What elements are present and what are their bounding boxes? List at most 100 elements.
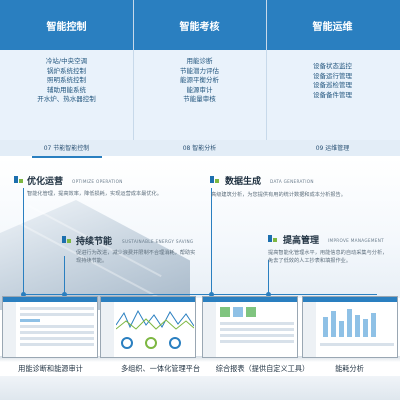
list-item: 设备运行管理 — [313, 71, 352, 80]
screen-sidebar — [303, 302, 316, 357]
screenshot-energy-analysis — [302, 296, 398, 358]
screen-titlebar — [203, 297, 297, 302]
block-subtitle: DATA GENERATION — [270, 179, 314, 184]
connector-line — [211, 188, 212, 294]
screen-bar — [323, 317, 328, 337]
control-feature-list: 冷站/中央空调 锅炉系统控制 照明系统控制 辅助用能系统 开水炉、热水器控制 — [0, 57, 133, 105]
block-marker-icon — [19, 179, 23, 183]
screen-row — [220, 328, 294, 331]
connector-line — [64, 256, 65, 294]
block-title: 提高管理 — [283, 236, 320, 246]
block-marker-icon — [210, 176, 214, 183]
list-item: 辅助用能系统 — [47, 85, 86, 94]
screen-tile — [246, 307, 256, 317]
column-divider — [266, 0, 267, 140]
screen-row — [20, 343, 94, 346]
number-bar — [0, 140, 400, 156]
block-marker-icon — [62, 236, 66, 243]
screen-row — [20, 325, 94, 328]
screen-bar — [371, 313, 376, 337]
connector-dot — [209, 292, 214, 297]
screens-shadow — [0, 356, 400, 362]
block-subtitle: IMPROVE MANAGEMENT — [328, 238, 384, 243]
screen-sidebar — [203, 302, 216, 357]
block-marker-icon — [273, 238, 277, 242]
footer-base — [0, 376, 400, 400]
block-description: 智能化管理，提高效率，降低损耗，实现运营成本最优化。 — [27, 191, 162, 197]
column-footer: 09 运维管理 — [315, 145, 350, 152]
block-subtitle: OPTIMIZE OPERATION — [72, 179, 123, 184]
screen-row — [20, 307, 94, 310]
screen-row — [220, 340, 294, 343]
caption-energy-analysis: 能耗分析 — [335, 364, 364, 373]
screenshot-reports — [202, 296, 298, 358]
screen-row — [20, 319, 40, 322]
screen-line-chart — [116, 309, 194, 330]
connector-line — [23, 188, 24, 294]
screen-tile — [233, 307, 243, 317]
list-item: 设备备件管理 — [313, 90, 352, 99]
screen-bar — [339, 321, 344, 337]
list-item: 冷站/中央空调 — [45, 57, 88, 65]
assessment-feature-list: 用能诊断 节能潜力评估 能源平衡分析 能源审计 节能量审核 — [133, 57, 266, 105]
screen-row — [20, 313, 94, 316]
column-divider — [133, 0, 134, 140]
list-item: 用能诊断 — [186, 57, 213, 65]
maintenance-feature-list: 设备状态监控 设备运行管理 设备巡检管理 设备备件管理 — [266, 62, 399, 100]
list-item: 节能量审核 — [183, 95, 216, 104]
screenshot-energy-audit — [2, 296, 98, 358]
block-description: 促进行为改进，减少浪费并限制不合理消耗，帮助实现持续节能。 — [76, 250, 196, 264]
block-title: 持续节能 — [76, 237, 113, 247]
screenshot-management-platform — [100, 296, 196, 358]
screen-bar — [363, 319, 368, 337]
list-item: 能源平衡分析 — [180, 76, 219, 85]
block-marker-icon — [14, 176, 18, 183]
screen-ring-chart — [121, 337, 133, 349]
list-item: 照明系统控制 — [47, 76, 86, 85]
screen-sidebar — [3, 302, 16, 357]
screen-row — [220, 334, 294, 337]
screen-ring-chart — [169, 337, 181, 349]
column-title-maintenance: 智能运维 — [312, 22, 353, 33]
connector-dot — [266, 292, 271, 297]
screen-ring-chart — [145, 337, 157, 349]
list-item: 设备巡检管理 — [313, 81, 352, 90]
screen-row — [20, 337, 94, 340]
connector-dot — [62, 292, 67, 297]
screen-row — [20, 331, 94, 334]
screen-row — [320, 343, 394, 346]
connector-line — [268, 260, 269, 294]
screen-bar — [355, 315, 360, 337]
column-footer: 08 智能分析 — [182, 145, 217, 152]
connector-line — [23, 294, 377, 295]
screen-tile — [220, 307, 230, 317]
caption-energy-audit: 用能诊断和能源审计 — [18, 364, 83, 373]
list-item: 锅炉系统控制 — [47, 66, 86, 75]
screen-bar — [347, 309, 352, 337]
list-item: 开水炉、热水器控制 — [37, 95, 96, 104]
list-item: 设备状态监控 — [313, 62, 352, 70]
screen-sidebar — [101, 302, 114, 357]
caption-reports: 综合报表（提供自定义工具） — [215, 364, 310, 373]
screen-titlebar — [3, 297, 97, 302]
block-marker-icon — [67, 239, 71, 243]
header-bar — [0, 0, 400, 50]
list-item: 能源审计 — [186, 85, 213, 94]
block-subtitle: SUSTAINABLE ENERGY SAVING — [122, 239, 194, 244]
block-description: 高级建筑分析，为您提供有用的统计数据和成本分析报告。 — [211, 192, 346, 198]
screen-titlebar — [101, 297, 195, 302]
column-footer: 07 节能智能控制 — [43, 145, 90, 152]
caption-platform: 多组织、一体化管理平台 — [120, 364, 201, 373]
block-description: 提高智能化管理水平，用能信息的自动采集与分析，免去了低效的人工抄表和填报作业。 — [268, 250, 388, 264]
block-marker-icon — [268, 235, 272, 242]
column-title-control: 智能控制 — [46, 22, 87, 33]
column-title-assessment: 智能考核 — [179, 22, 220, 33]
block-title: 数据生成 — [225, 177, 262, 187]
active-underline — [32, 156, 102, 158]
screen-bar — [331, 311, 336, 337]
block-title: 优化运营 — [27, 177, 64, 187]
connector-dot — [21, 292, 26, 297]
screen-row — [220, 322, 294, 325]
screen-titlebar — [303, 297, 397, 302]
list-item: 节能潜力评估 — [180, 66, 219, 75]
